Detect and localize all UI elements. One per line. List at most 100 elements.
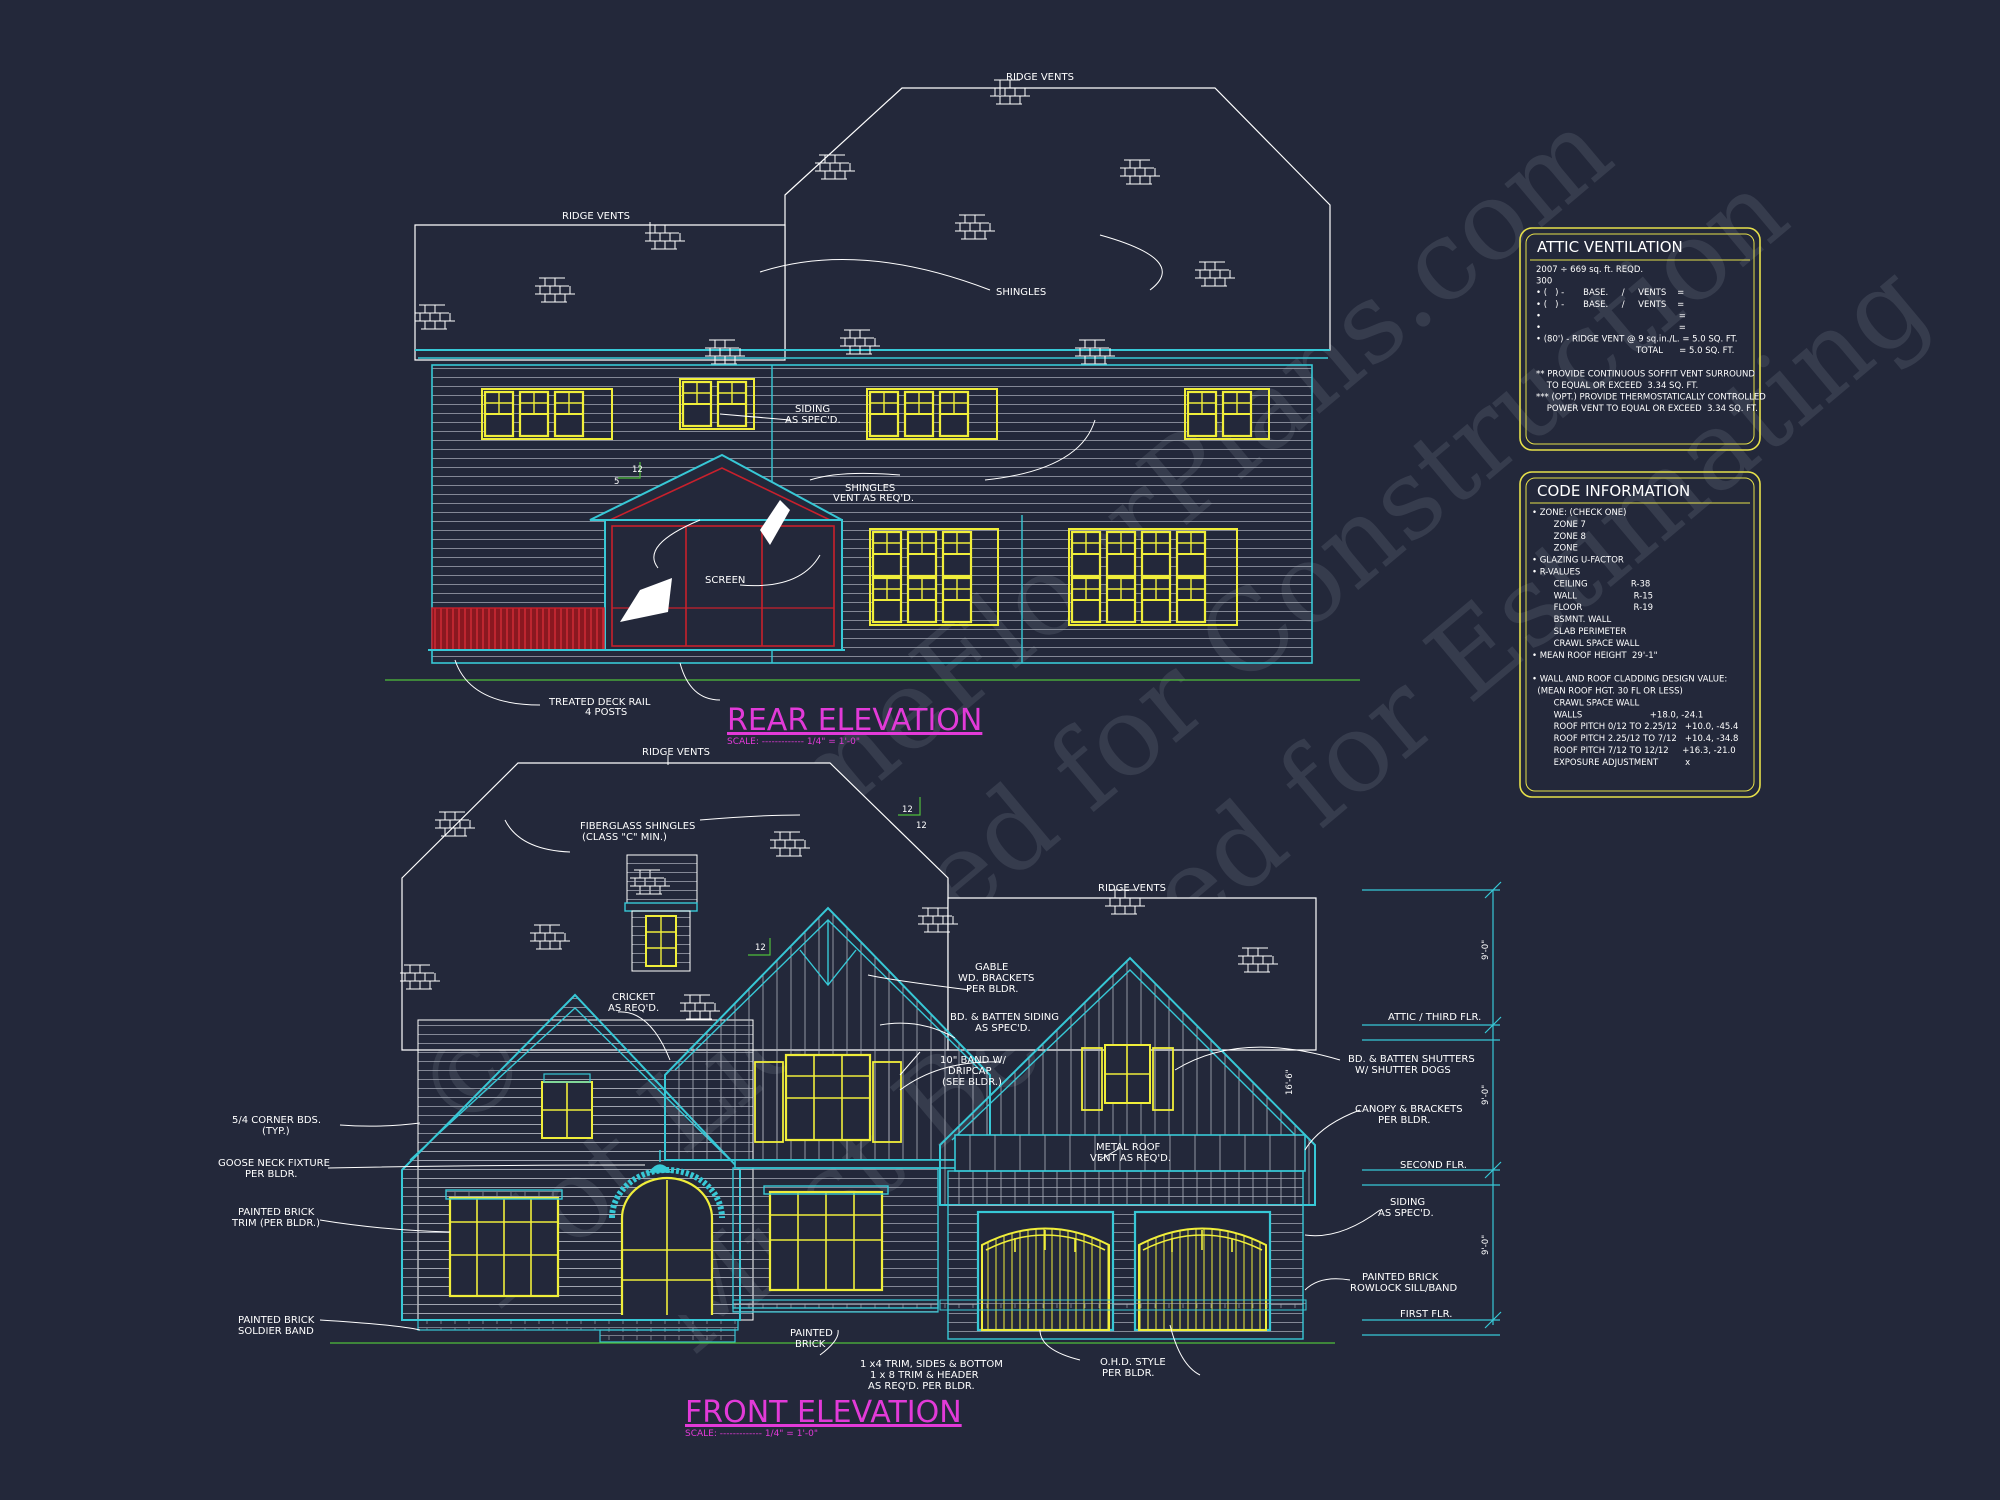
front-painted-brick-2: BRICK <box>795 1339 826 1350</box>
front-gooseneck-2: PER BLDR. <box>245 1169 297 1180</box>
front-trim-2: 1 x 8 TRIM & HEADER <box>870 1370 979 1381</box>
rear-screen-porch <box>589 453 843 651</box>
dimension-3: 9'-0" <box>1481 1235 1491 1255</box>
attic_ventilation-line: 300 <box>1536 277 1552 287</box>
rear-siding-1: SIDING <box>795 404 830 415</box>
code-information-title: CODE INFORMATION <box>1537 482 1690 500</box>
code_information-line: • GLAZING U-FACTOR <box>1532 556 1624 566</box>
front-pitch-b: 12 <box>916 821 927 831</box>
front-brick-trim-2: TRIM (PER BLDR.) <box>231 1218 320 1229</box>
front-trim-3: AS REQ'D. PER BLDR. <box>868 1381 975 1392</box>
front-siding-1: SIDING <box>1390 1197 1425 1208</box>
rear-main-roof <box>784 87 1331 351</box>
rear-shingles: SHINGLES <box>996 287 1046 298</box>
front-rowlock-2: ROWLOCK SILL/BAND <box>1350 1283 1458 1294</box>
attic_ventilation-line: TO EQUAL OR EXCEED 3.34 SQ. FT. <box>1536 381 1698 391</box>
code_information-line: • R-VALUES <box>1532 568 1580 578</box>
front-band-1: 10" BAND W/ <box>940 1055 1006 1066</box>
attic_ventilation-line: 2007 ÷ 669 sq. ft. REQD. <box>1536 265 1643 275</box>
front-pitch-a: 12 <box>902 805 913 815</box>
dimension-gable: 16'-6" <box>1285 1069 1295 1095</box>
rear-siding-2: AS SPEC'D. <box>785 415 841 426</box>
front-pitch-c: 12 <box>755 943 766 953</box>
code_information-line: ROOF PITCH 7/12 TO 12/12 +16.3, -21.0 <box>1532 746 1736 756</box>
attic-ventilation-lines: 2007 ÷ 669 sq. ft. REQD.300• ( ) - BASE.… <box>1536 265 1766 414</box>
front-dimension-line: 9'-0" 9'-0" 9'-0" 16'-6" <box>1285 881 1502 1336</box>
front-cricket-2: AS REQ'D. <box>608 1003 659 1014</box>
rear-pitch-run: 5 <box>614 477 619 487</box>
code_information-line: ZONE 8 <box>1532 532 1586 542</box>
attic_ventilation-line: • ( ) - BASE. / VENTS = <box>1536 300 1684 310</box>
front-ridge-vents-main: RIDGE VENTS <box>642 747 710 758</box>
front-ridge-vents-garage: RIDGE VENTS <box>1098 883 1166 894</box>
code_information-line: SLAB PERIMETER <box>1532 627 1626 637</box>
front-trim-1: 1 x4 TRIM, SIDES & BOTTOM <box>860 1359 1003 1370</box>
code-information-lines: • ZONE: (CHECK ONE) ZONE 7 ZONE 8 ZONE • … <box>1532 508 1738 768</box>
rear-ridge-vents-left: RIDGE VENTS <box>562 211 630 222</box>
front-elevation-scale: SCALE: ------------- 1/4" = 1'-0" <box>685 1429 818 1439</box>
front-cricket-1: CRICKET <box>612 992 656 1003</box>
front-shutters-2: W/ SHUTTER DOGS <box>1355 1065 1451 1076</box>
front-canopy-1: CANOPY & BRACKETS <box>1355 1104 1463 1115</box>
code_information-line: WALLS +18.0, -24.1 <box>1532 710 1703 720</box>
rear-deck-2: 4 POSTS <box>585 707 627 718</box>
rear-elevation-title: REAR ELEVATION <box>727 703 982 738</box>
code_information-line: CRAWL SPACE WALL <box>1532 698 1639 708</box>
front-shutters-1: BD. & BATTEN SHUTTERS <box>1348 1054 1475 1065</box>
rear-lower-windows <box>869 528 1238 626</box>
attic_ventilation-line: • ( ) - BASE. / VENTS = <box>1536 288 1684 298</box>
front-soldier-2: SOLDIER BAND <box>238 1326 314 1337</box>
front-gable-3: PER BLDR. <box>966 984 1018 995</box>
attic_ventilation-line: ** PROVIDE CONTINUOUS SOFFIT VENT SURROU… <box>1536 369 1755 379</box>
front-ohd-2: PER BLDR. <box>1102 1368 1154 1379</box>
front-second-flr: SECOND FLR. <box>1400 1160 1467 1171</box>
front-soldier-1: PAINTED BRICK <box>238 1315 315 1326</box>
front-attic-flr: ATTIC / THIRD FLR. <box>1388 1012 1481 1023</box>
code_information-line: ROOF PITCH 0/12 TO 2.25/12 +10.0, -45.4 <box>1532 722 1738 732</box>
rear-elevation-scale: SCALE: ------------- 1/4" = 1'-0" <box>727 737 860 747</box>
front-fiberglass-1: FIBERGLASS SHINGLES <box>580 821 695 832</box>
front-band-3: (SEE BLDR.) <box>942 1077 1002 1088</box>
code_information-line: BSMNT. WALL <box>1532 615 1611 625</box>
front-batten-siding-2: AS SPEC'D. <box>975 1023 1031 1034</box>
attic_ventilation-line: TOTAL = 5.0 SQ. FT. <box>1536 346 1734 356</box>
code_information-line: (MEAN ROOF HGT. 30 FL OR LESS) <box>1532 687 1683 697</box>
front-siding-2: AS SPEC'D. <box>1378 1208 1434 1219</box>
rear-upper-windows <box>481 378 1270 440</box>
attic_ventilation-line: • = <box>1536 323 1686 333</box>
rear-deck-rail <box>431 607 605 651</box>
front-gable-1: GABLE <box>975 962 1008 973</box>
front-corner-1: 5/4 CORNER BDS. <box>232 1115 321 1126</box>
rear-pitch-rise: 12 <box>632 465 643 475</box>
front-painted-brick-1: PAINTED <box>790 1328 833 1339</box>
front-ohd-1: O.H.D. STYLE <box>1100 1357 1166 1368</box>
rear-ridge-vents-top: RIDGE VENTS <box>1006 72 1074 83</box>
code_information-line: ZONE <box>1532 544 1578 554</box>
front-canopy-2: PER BLDR. <box>1378 1115 1430 1126</box>
attic_ventilation-line: *** (OPT.) PROVIDE THERMOSTATICALLY CONT… <box>1536 393 1766 403</box>
front-batten-siding-1: BD. & BATTEN SIDING <box>950 1012 1059 1023</box>
front-elevation-title: FRONT ELEVATION <box>685 1395 962 1430</box>
front-metal-roof-1: METAL ROOF <box>1096 1142 1161 1153</box>
front-first-flr: FIRST FLR. <box>1400 1309 1452 1320</box>
code_information-line: • WALL AND ROOF CLADDING DESIGN VALUE: <box>1532 675 1727 685</box>
rear-deck-1: TREATED DECK RAIL <box>548 697 651 708</box>
code_information-line: WALL R-15 <box>1532 591 1653 601</box>
attic_ventilation-line: POWER VENT TO EQUAL OR EXCEED 3.34 SQ. F… <box>1536 404 1758 414</box>
front-elevation: 12 12 12 9'-0" 9'-0" 9'-0" 16'-6" RIDGE … <box>218 747 1502 1439</box>
dimension-1: 9'-0" <box>1481 940 1491 960</box>
code_information-line: EXPOSURE ADJUSTMENT x <box>1532 758 1690 768</box>
code_information-line: CRAWL SPACE WALL <box>1532 639 1639 649</box>
rear-elevation: 12 5 RIDGE VENTS RIDGE VENTS SHINGLES SI… <box>385 72 1360 747</box>
code_information-line: ZONE 7 <box>1532 520 1586 530</box>
front-rowlock-1: PAINTED BRICK <box>1362 1272 1439 1283</box>
front-gooseneck-1: GOOSE NECK FIXTURE <box>218 1158 330 1169</box>
front-gable-2: WD. BRACKETS <box>958 973 1034 984</box>
code_information-line: ROOF PITCH 2.25/12 TO 7/12 +10.4, -34.8 <box>1532 734 1738 744</box>
front-brick-trim-1: PAINTED BRICK <box>238 1207 315 1218</box>
code_information-line: • ZONE: (CHECK ONE) <box>1532 508 1626 518</box>
front-corner-2: (TYP.) <box>262 1126 290 1137</box>
rear-screen: SCREEN <box>705 575 745 586</box>
rear-shingles-vent-1: SHINGLES <box>845 483 895 494</box>
